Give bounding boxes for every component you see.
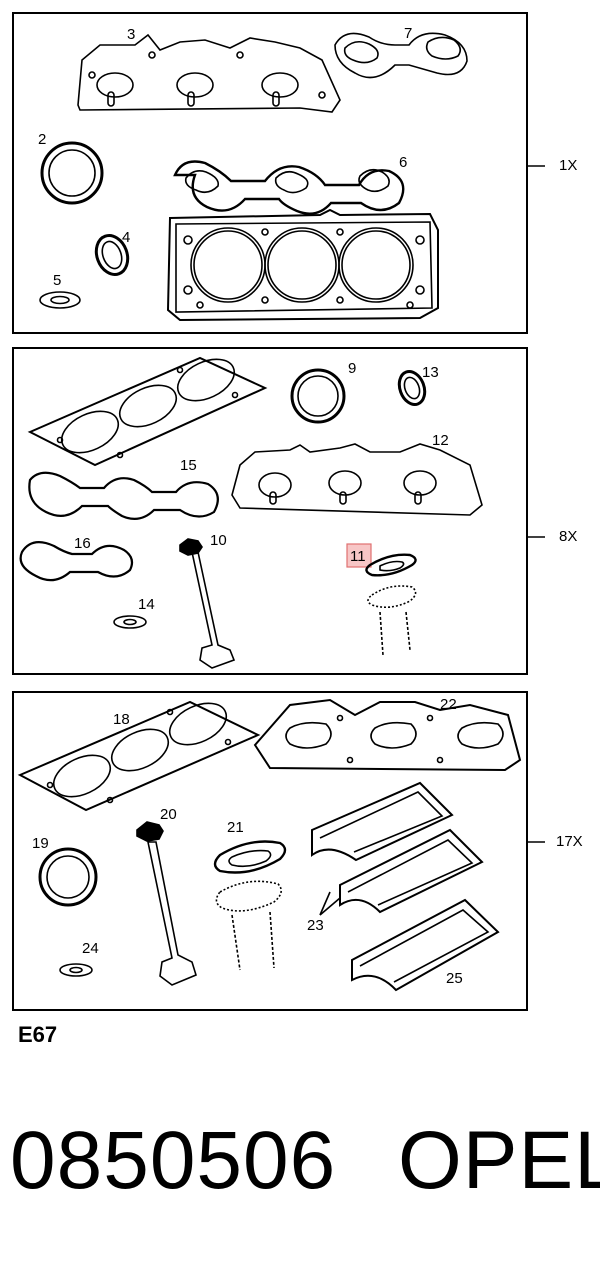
part-14-washer: [113, 615, 147, 629]
brand-name: OPEL: [398, 1115, 600, 1206]
part-23-gasket-b: [339, 828, 484, 914]
part-13-seal: [397, 370, 427, 406]
qty-ticks: [528, 165, 545, 843]
label-14: 14: [138, 596, 155, 613]
label-13: 13: [422, 364, 439, 381]
label-6: 6: [399, 154, 407, 171]
label-10: 10: [210, 532, 227, 549]
head-gasket-1x: [166, 208, 439, 322]
label-19: 19: [32, 835, 49, 852]
panel-8x: [12, 347, 528, 675]
part-21-gasket: [213, 840, 287, 874]
part-labels: 2 3 4 5 6 7 9 10 11 12 13 14 15 16 18 19…: [32, 25, 463, 987]
label-11: 11: [350, 548, 366, 565]
label-2: 2: [38, 131, 46, 148]
qty-label-17x: 17X: [556, 833, 583, 850]
label-9: 9: [348, 360, 356, 377]
part-15-gasket: [28, 471, 219, 521]
label-18: 18: [113, 711, 130, 728]
label-21: 21: [227, 819, 244, 836]
diagram-code: E67: [18, 1022, 58, 1047]
label-12: 12: [432, 432, 449, 449]
label-16: 16: [74, 535, 91, 552]
panel-1x: [12, 12, 528, 334]
head-gasket-8x: [27, 356, 268, 467]
part-23-gasket-a: [311, 781, 454, 862]
panel-1-art: [39, 32, 468, 322]
part-19-ring: [38, 847, 98, 907]
part-9-ring: [290, 368, 346, 424]
label-23: 23: [307, 917, 324, 934]
part-6-gasket: [173, 160, 405, 215]
part-5-washer: [39, 291, 81, 309]
part-25-gasket: [351, 898, 500, 992]
label-25: 25: [446, 970, 463, 987]
label-7: 7: [404, 25, 412, 42]
panel-3-art: [17, 698, 522, 992]
label-3: 3: [127, 26, 135, 43]
part-11-highlight: [346, 543, 372, 568]
qty-label-1x: 1X: [559, 157, 578, 174]
part-16-gasket: [19, 541, 134, 582]
part-4-seal: [94, 234, 130, 276]
part-number: 0850506: [10, 1115, 337, 1206]
part-10-valve: [179, 538, 203, 556]
part-11-gasket: [365, 553, 417, 577]
part-20-valve: [136, 821, 164, 842]
part-3-gasket: [77, 33, 341, 113]
label-24: 24: [82, 940, 99, 957]
part-2-ring: [40, 141, 104, 205]
label-4: 4: [122, 229, 130, 246]
part-7-gasket: [334, 32, 468, 79]
label-5: 5: [53, 272, 61, 289]
part-18-head-gasket: [17, 700, 261, 812]
qty-label-8x: 8X: [559, 528, 578, 545]
part-24-washer: [59, 963, 93, 977]
panel-2-art: [19, 356, 483, 669]
panel-17x: [12, 691, 528, 1011]
part-12-gasket: [231, 443, 483, 516]
label-15: 15: [180, 457, 197, 474]
part-22-gasket: [253, 698, 522, 772]
label-22: 22: [440, 696, 457, 713]
label-20: 20: [160, 806, 177, 823]
